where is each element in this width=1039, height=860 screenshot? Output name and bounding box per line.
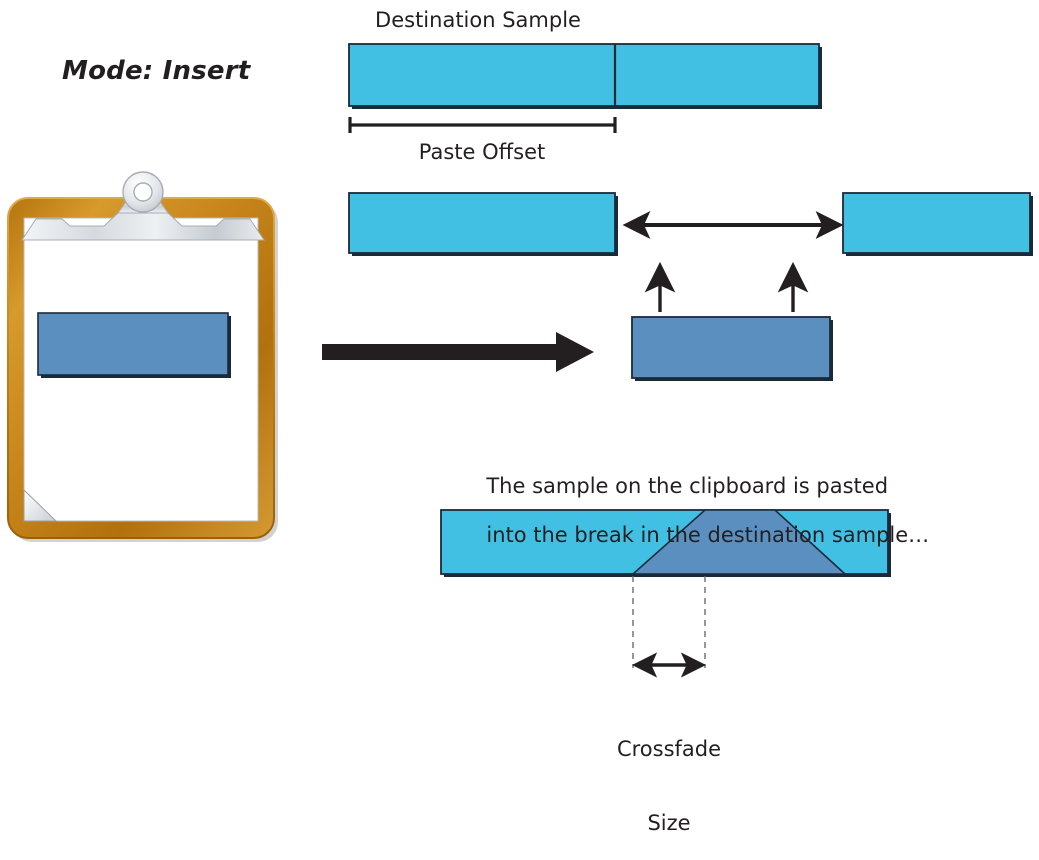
paste-insert-group	[631, 261, 833, 381]
diagram-canvas	[7, 43, 1033, 678]
destination-sample-row	[348, 43, 822, 109]
process-arrow-shape	[322, 332, 594, 372]
clipboard-sample-block	[37, 312, 229, 376]
paper-folded-corner-icon	[23, 488, 58, 522]
split-sample-left-bar	[348, 192, 616, 254]
result-sample-row	[440, 509, 891, 577]
split-sample-right-bar	[842, 192, 1031, 254]
pasted-sample-block	[631, 316, 831, 379]
crossfade-measure	[631, 576, 707, 678]
mode-label: Mode: Insert	[62, 56, 251, 86]
paste-description-line-2: into the break in the destination sample…	[486, 523, 930, 548]
crossfade-size-label: Crossfade Size	[617, 687, 721, 860]
clipboard-illustration	[7, 171, 278, 542]
split-sample-row	[348, 192, 1033, 256]
destination-sample-label: Destination Sample	[375, 8, 581, 32]
insert-mode-diagram	[7, 43, 1033, 678]
paste-offset-measure	[348, 117, 617, 133]
destination-sample-bar	[348, 43, 820, 107]
crossfade-label-line-1: Crossfade	[616, 736, 722, 761]
paste-offset-label: Paste Offset	[418, 140, 546, 164]
paste-description-line-1: The sample on the clipboard is pasted	[486, 473, 889, 498]
crossfade-overlap-shape	[630, 509, 848, 575]
crossfade-label-line-2: Size	[647, 810, 691, 835]
paste-description: The sample on the clipboard is pasted in…	[473, 449, 929, 548]
process-flow-arrow	[322, 332, 594, 372]
clipboard-clip-hole-icon	[133, 182, 153, 202]
